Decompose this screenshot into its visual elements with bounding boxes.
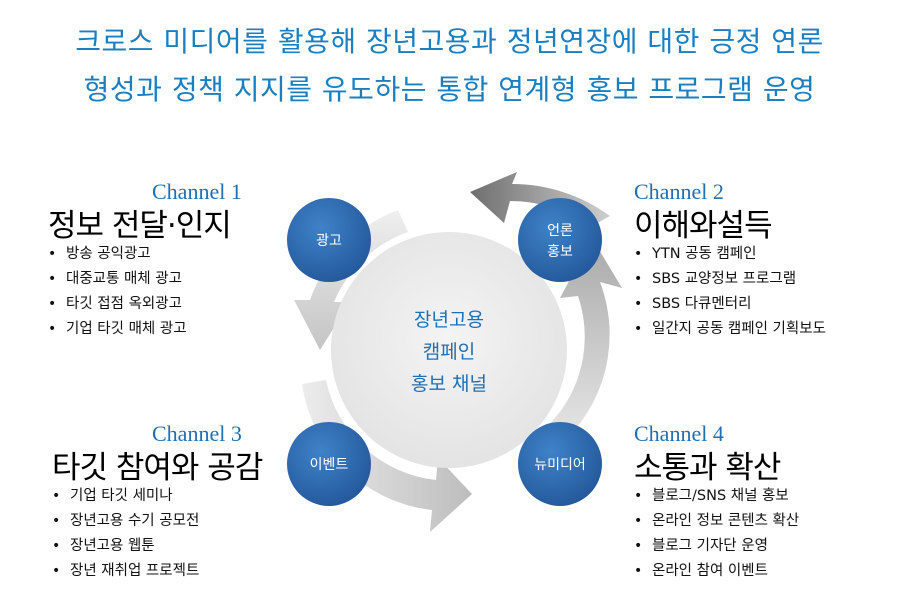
- node-event: 이벤트: [287, 422, 371, 506]
- cycle-arrow-bottom: [302, 380, 472, 532]
- channel-4-label: Channel 4: [634, 421, 724, 446]
- channel-3-label: Channel 3: [152, 421, 242, 446]
- node-ad-label: 광고: [316, 233, 342, 249]
- list-item: 타깃 접점 옥외광고: [48, 292, 187, 317]
- center-label-line-3: 홍보 채널: [411, 373, 487, 395]
- list-item: 대중교통 매체 광고: [48, 267, 187, 292]
- node-press-label-1: 언론: [547, 223, 573, 239]
- channel-3-list: 기업 타깃 세미나 장년고용 수기 공모전 장년고용 웹툰 장년 재취업 프로젝…: [52, 484, 199, 584]
- title-line-1: 크로스 미디어를 활용해 장년고용과 정년연장에 대한 긍정 연론: [75, 25, 824, 58]
- list-item: SBS 다큐멘터리: [634, 292, 826, 317]
- list-item: 기업 타깃 세미나: [52, 484, 199, 509]
- list-item: 온라인 정보 콘텐츠 확산: [634, 509, 799, 534]
- node-ad: 광고: [287, 198, 371, 282]
- list-item: 장년고용 수기 공모전: [52, 509, 199, 534]
- node-event-label: 이벤트: [310, 457, 349, 473]
- node-press-label-2: 홍보: [547, 244, 573, 260]
- title-line-2: 형성과 정책 지지를 유도하는 통합 연계형 홍보 프로그램 운영: [83, 73, 816, 106]
- channel-3-heading: 타깃 참여와 공감: [52, 450, 263, 486]
- list-item: 기업 타깃 매체 광고: [48, 317, 187, 342]
- center-label-line-1: 장년고용: [414, 309, 484, 331]
- list-item: 온라인 참여 이벤트: [634, 559, 799, 584]
- node-new-media: 뉴미디어: [518, 422, 602, 506]
- channel-2-list: YTN 공동 캠페인 SBS 교양정보 프로그램 SBS 다큐멘터리 일간지 공…: [634, 242, 826, 342]
- cycle-arrow-left: [294, 210, 408, 350]
- node-press: 언론 홍보: [518, 198, 602, 282]
- list-item: 블로그/SNS 채널 홍보: [634, 484, 799, 509]
- channel-1-label: Channel 1: [152, 179, 242, 204]
- list-item: YTN 공동 캠페인: [634, 242, 826, 267]
- channel-2-label: Channel 2: [634, 179, 724, 204]
- channel-4-heading: 소통과 확산: [634, 450, 781, 486]
- list-item: 블로그 기자단 운영: [634, 534, 799, 559]
- channel-1-heading: 정보 전달·인지: [48, 208, 232, 244]
- node-new-media-label: 뉴미디어: [534, 457, 586, 473]
- list-item: 장년 재취업 프로젝트: [52, 559, 199, 584]
- list-item: 일간지 공동 캠페인 기획보도: [634, 317, 826, 342]
- channel-2-heading: 이해와설득: [634, 208, 773, 244]
- center-circle: [331, 232, 567, 468]
- list-item: SBS 교양정보 프로그램: [634, 267, 826, 292]
- list-item: 방송 공익광고: [48, 242, 187, 267]
- channel-1-list: 방송 공익광고 대중교통 매체 광고 타깃 접점 옥외광고 기업 타깃 매체 광…: [48, 242, 187, 342]
- center-label-line-2: 캠페인: [423, 341, 475, 363]
- channel-4-list: 블로그/SNS 채널 홍보 온라인 정보 콘텐츠 확산 블로그 기자단 운영 온…: [634, 484, 799, 584]
- list-item: 장년고용 웹툰: [52, 534, 199, 559]
- cycle-arrow-right: [528, 238, 622, 460]
